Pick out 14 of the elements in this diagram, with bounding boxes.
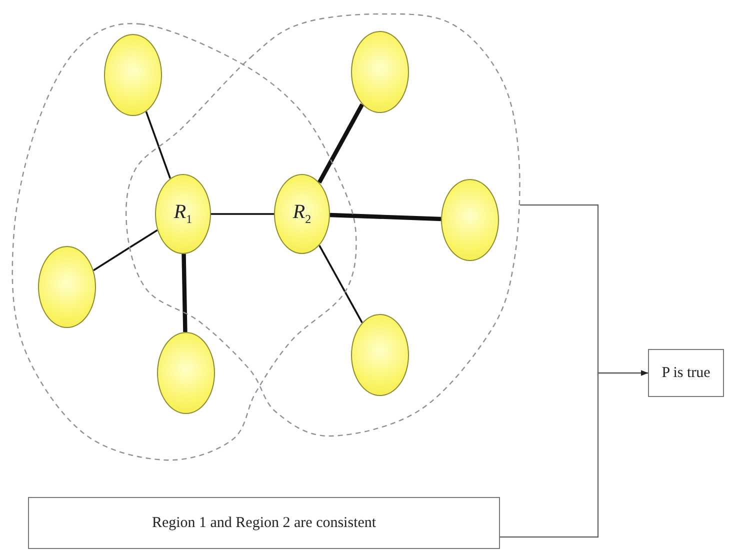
node-label: R$_{1}$: [174, 201, 192, 227]
connector-line: [330, 212, 442, 222]
connector-line: [182, 254, 188, 332]
connector-line: [318, 244, 363, 324]
process-box: [648, 349, 724, 397]
connector-line: [317, 103, 364, 184]
node-label: R$_{2}$: [292, 201, 312, 227]
box-text: Region 1 and Region 2 are consistent: [152, 514, 376, 532]
arrow: [500, 370, 648, 538]
connector-line: [145, 111, 172, 179]
connector-line: [93, 229, 158, 272]
box-text: P is true: [662, 364, 710, 382]
process-box: [28, 497, 500, 549]
connector-line: [211, 213, 274, 215]
